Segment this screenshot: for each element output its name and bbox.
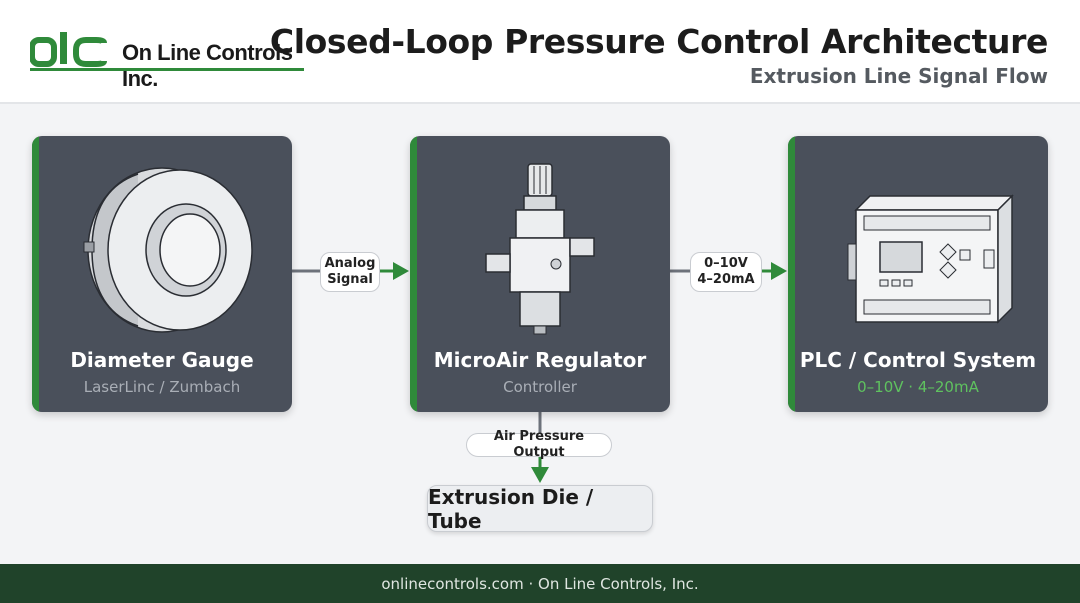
card-accent-bar <box>32 136 39 412</box>
page-title: Closed-Loop Pressure Control Architectur… <box>269 22 1049 61</box>
header: On Line Controls Inc. Closed-Loop Pressu… <box>0 0 1080 104</box>
connector-label-voltage-current: 0–10V 4–20mA <box>690 252 762 292</box>
output-extrusion-die: Extrusion Die / Tube <box>427 485 653 533</box>
node-subtitle: 0–10V · 4–20mA <box>857 378 979 396</box>
card-accent-bar <box>788 136 795 412</box>
connector-label-line: Analog <box>324 256 376 271</box>
olc-logo-icon <box>30 32 107 67</box>
connector-label-air-pressure: Air Pressure Output <box>466 429 612 460</box>
node-plc-control-system: PLC / Control System 0–10V · 4–20mA <box>788 136 1048 412</box>
company-logo: On Line Controls Inc. <box>30 30 310 91</box>
node-title: MicroAir Regulator <box>433 348 647 372</box>
diameter-gauge-icon <box>83 167 253 333</box>
connector-label-line: Air Pressure Output <box>493 429 585 460</box>
footer: onlinecontrols.com · On Line Controls, I… <box>0 564 1080 603</box>
logo-underline <box>30 68 304 71</box>
connector-label-line: 0–10V <box>704 256 748 271</box>
plc-controller-icon <box>847 194 1014 324</box>
page-subtitle: Extrusion Line Signal Flow <box>749 64 1048 88</box>
footer-text: onlinecontrols.com · On Line Controls, I… <box>381 574 699 593</box>
node-diameter-gauge: Diameter Gauge LaserLinc / Zumbach <box>32 136 292 412</box>
node-subtitle: Controller <box>503 378 577 396</box>
node-title: Diameter Gauge <box>70 348 254 372</box>
connector-label-line: Signal <box>327 272 373 287</box>
node-title: PLC / Control System <box>799 348 1037 372</box>
node-subtitle: LaserLinc / Zumbach <box>83 378 241 396</box>
pressure-regulator-icon <box>485 163 595 335</box>
connector-label-line: 4–20mA <box>697 272 755 287</box>
node-microair-regulator: MicroAir Regulator Controller <box>410 136 670 412</box>
card-accent-bar <box>410 136 417 412</box>
connector-label-analog-signal: Analog Signal <box>320 252 380 292</box>
